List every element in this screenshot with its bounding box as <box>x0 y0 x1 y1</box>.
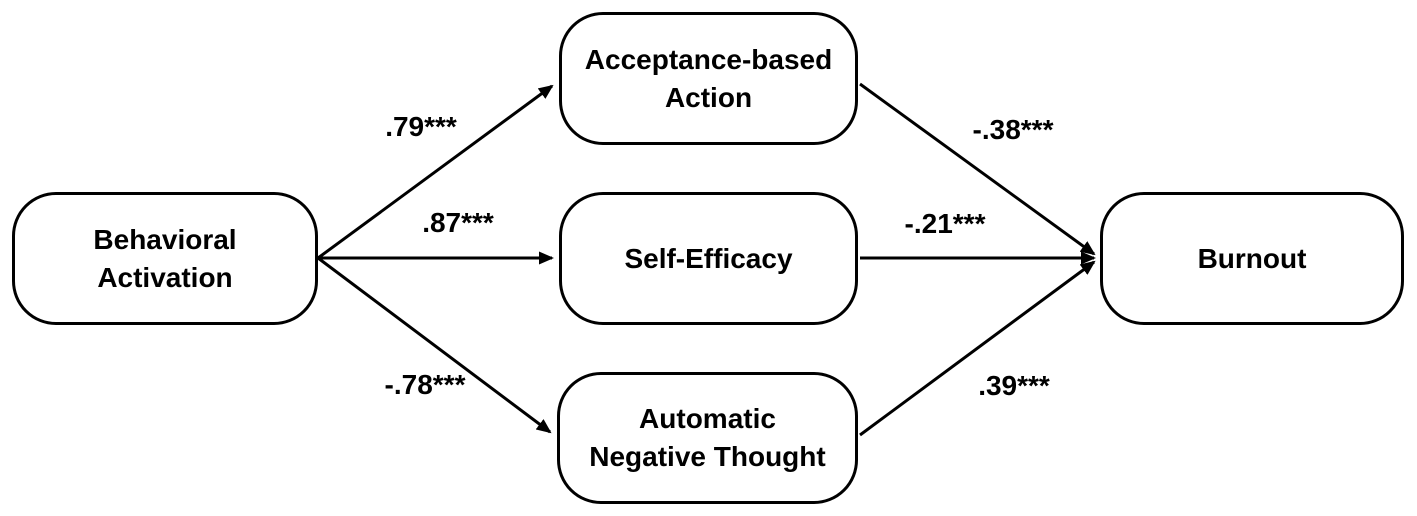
edge-ba-to-aba-arrow <box>317 84 554 260</box>
coefficient-label-ba-to-se: .87*** <box>422 207 494 238</box>
coefficient-label-se-to-burnout: -.21*** <box>904 208 986 239</box>
node-behavioral-activation: Behavioral Activation <box>12 192 318 325</box>
node-burnout: Burnout <box>1100 192 1404 325</box>
edge-ba-to-ant-arrow <box>317 256 552 434</box>
edge-ant-to-burnout-arrow <box>859 260 1096 437</box>
node-label-line: Negative Thought <box>589 441 826 472</box>
node-label-line: Automatic <box>639 403 776 434</box>
coefficient-label-ba-to-aba: .79*** <box>385 111 457 142</box>
coefficient-label-ba-to-ant: -.78*** <box>384 369 466 400</box>
edge-aba-to-burnout-arrow <box>859 82 1096 256</box>
node-label-line: Burnout <box>1197 242 1307 274</box>
node-acceptance-based-action: Acceptance-based Action <box>559 12 858 145</box>
node-label-line: Activation <box>97 261 233 293</box>
node-label-line: Self-Efficacy <box>624 242 793 274</box>
coefficient-label-ant-to-burnout: .39*** <box>978 370 1050 401</box>
node-label-line: Acceptance-based <box>584 43 833 75</box>
node-label-line: Action <box>664 81 753 113</box>
coefficient-label-aba-to-burnout: -.38*** <box>972 114 1054 145</box>
node-self-efficacy: Self-Efficacy <box>559 192 858 325</box>
node-label-line: Behavioral <box>93 223 237 255</box>
node-automatic-negative-thought: Automatic Negative Thought <box>557 372 858 504</box>
